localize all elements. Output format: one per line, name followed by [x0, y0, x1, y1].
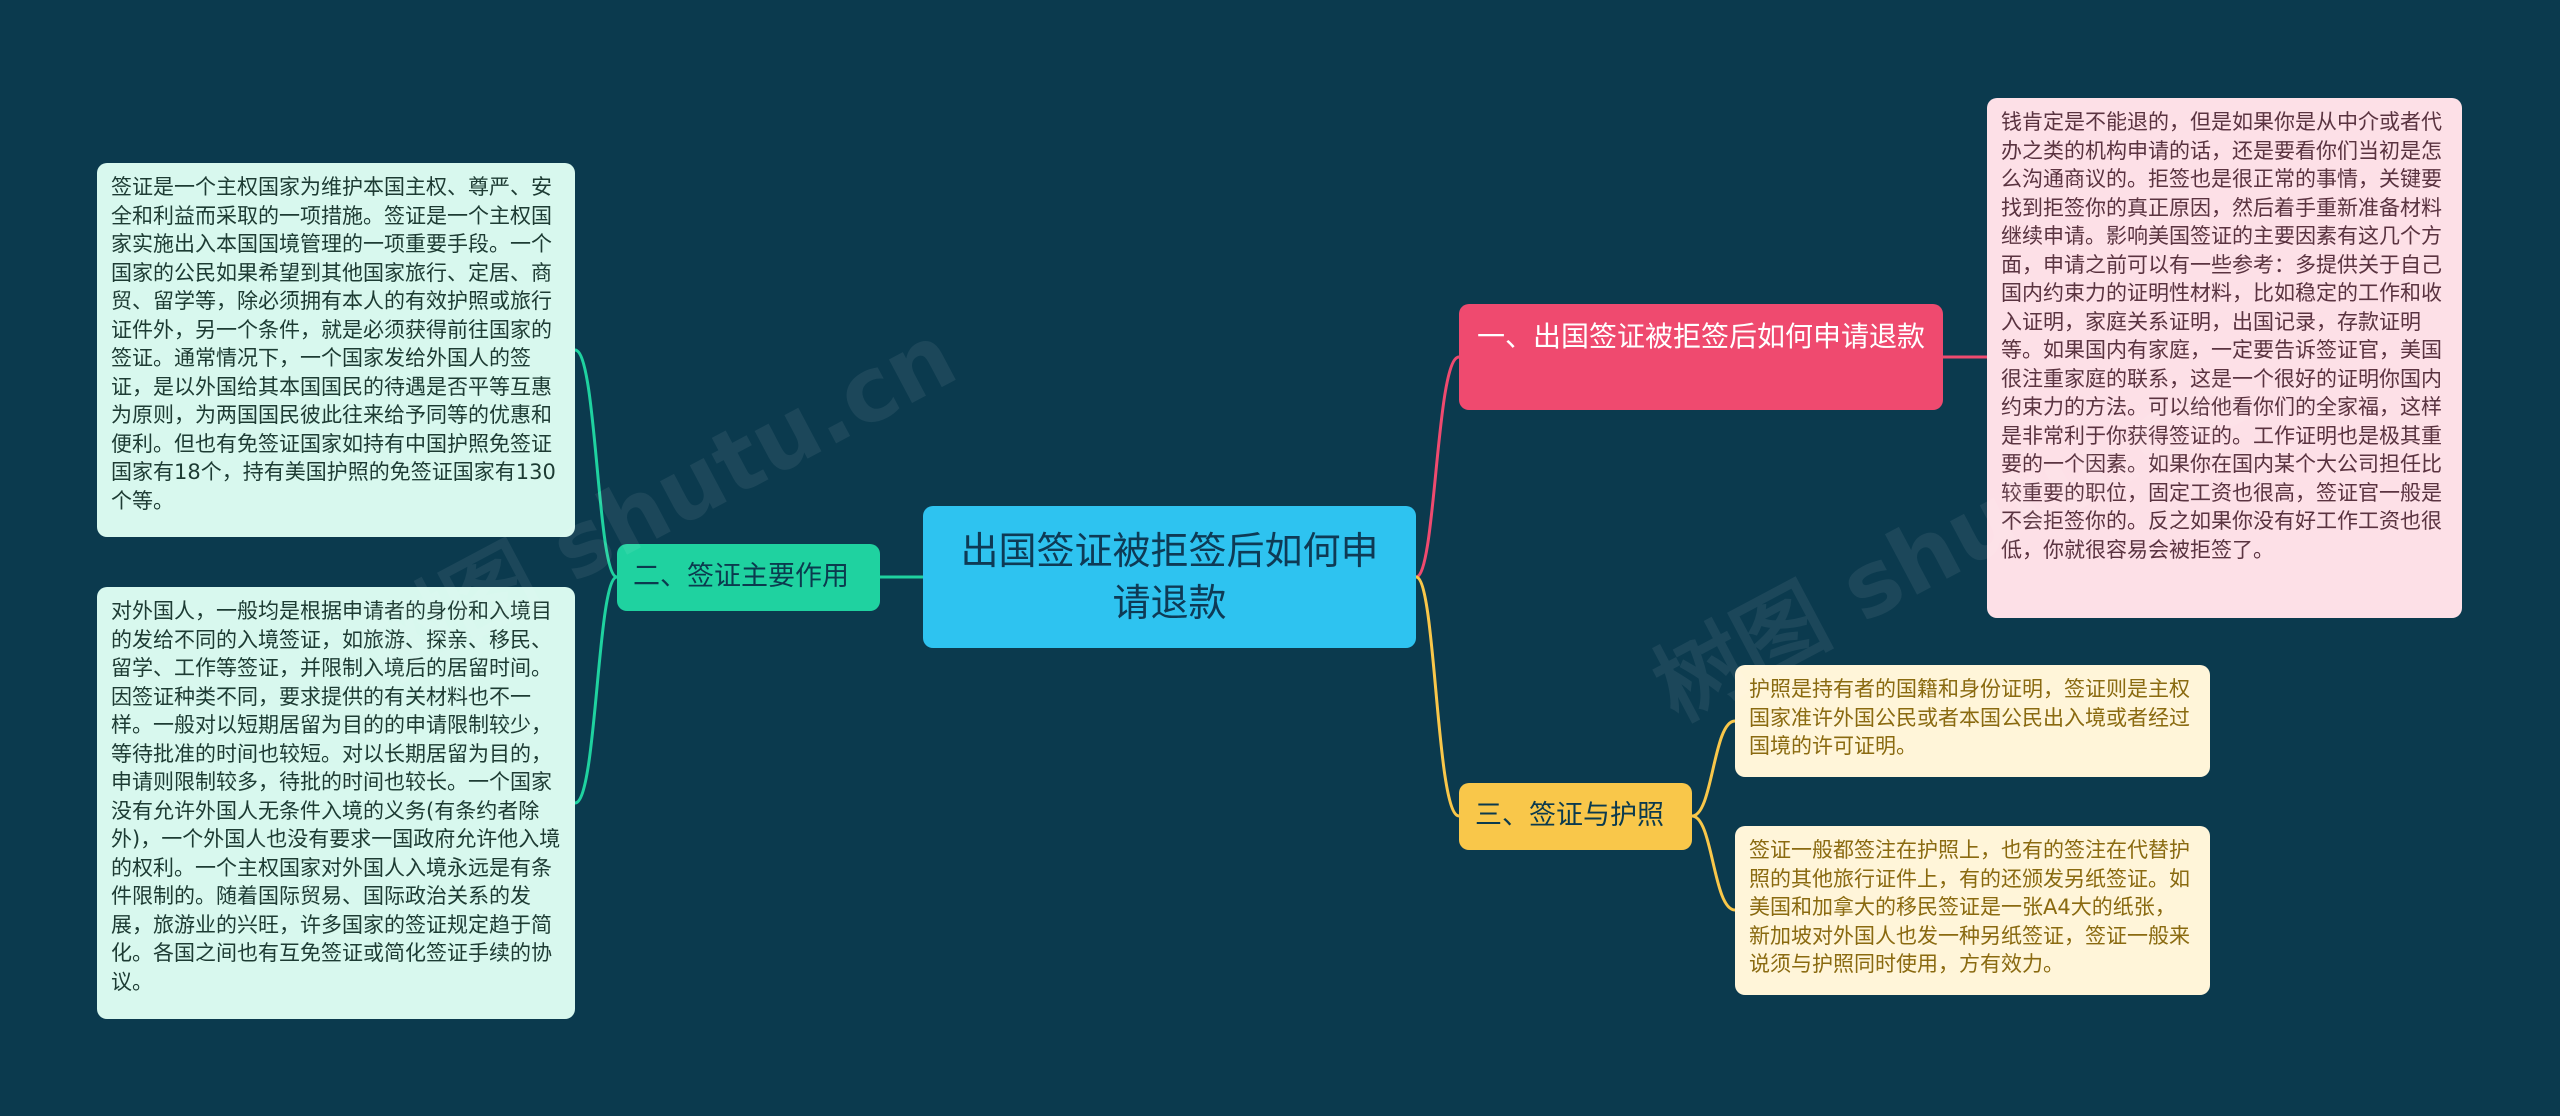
leaf-visa-passport-1-text: 护照是持有者的国籍和身份证明，签证则是主权国家准许外国公民或者本国公民出入境或者… [1749, 677, 2190, 758]
branch-refund-label: 一、出国签证被拒签后如何申请退款 [1477, 320, 1926, 353]
connector-root-branch3 [1415, 575, 1460, 818]
branch-visa-passport[interactable]: 三、签证与护照 [1459, 783, 1692, 850]
connector-root-branch1 [1415, 355, 1460, 579]
leaf-visa-passport-2[interactable]: 签证一般都签注在护照上，也有的签注在代替护照的其他旅行证件上，有的还颁发另纸签证… [1735, 826, 2210, 995]
branch-visa-purpose-label: 二、签证主要作用 [633, 561, 849, 592]
root-topic-label: 出国签证被拒签后如何申请退款 [960, 529, 1379, 625]
leaf-visa-passport-1[interactable]: 护照是持有者的国籍和身份证明，签证则是主权国家准许外国公民或者本国公民出入境或者… [1735, 665, 2210, 777]
leaf-refund-detail[interactable]: 钱肯定是不能退的，但是如果你是从中介或者代办之类的机构申请的话，还是要看你们当初… [1987, 98, 2462, 618]
root-topic[interactable]: 出国签证被拒签后如何申请退款 [923, 506, 1416, 648]
branch-visa-purpose[interactable]: 二、签证主要作用 [617, 544, 880, 611]
connector-branch3-leaf2 [1691, 814, 1736, 912]
leaf-refund-detail-text: 钱肯定是不能退的，但是如果你是从中介或者代办之类的机构申请的话，还是要看你们当初… [2001, 110, 2442, 562]
branch-refund[interactable]: 一、出国签证被拒签后如何申请退款 [1459, 304, 1943, 410]
connector-branch2-leaf2 [574, 575, 618, 805]
leaf-visa-purpose-1-text: 签证是一个主权国家为维护本国主权、尊严、安全和利益而采取的一项措施。签证是一个主… [111, 175, 556, 513]
connector-branch3-leaf1 [1691, 719, 1736, 818]
leaf-visa-passport-2-text: 签证一般都签注在护照上，也有的签注在代替护照的其他旅行证件上，有的还颁发另纸签证… [1749, 838, 2190, 976]
connector-branch2-leaf1 [574, 348, 618, 579]
leaf-visa-purpose-2-text: 对外国人，一般均是根据申请者的身份和入境目的发给不同的入境签证，如旅游、探亲、移… [111, 599, 561, 994]
branch-visa-passport-label: 三、签证与护照 [1475, 800, 1664, 831]
leaf-visa-purpose-1[interactable]: 签证是一个主权国家为维护本国主权、尊严、安全和利益而采取的一项措施。签证是一个主… [97, 163, 575, 537]
leaf-visa-purpose-2[interactable]: 对外国人，一般均是根据申请者的身份和入境目的发给不同的入境签证，如旅游、探亲、移… [97, 587, 575, 1019]
